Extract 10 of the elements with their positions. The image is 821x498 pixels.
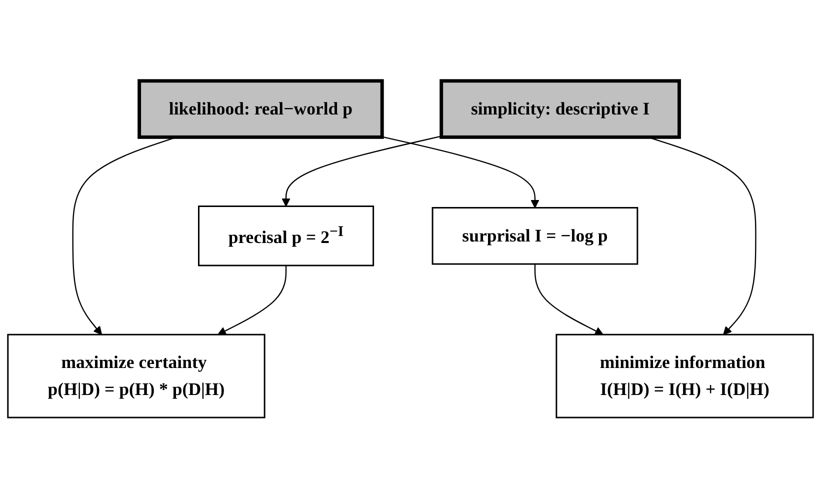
node-box: likelihood: real−world p (138, 78, 384, 139)
arrow (382, 136, 540, 208)
node-box: simplicity: descriptive I (440, 78, 681, 139)
node-box: surprisal I = −log p (432, 206, 638, 265)
arrow (218, 265, 287, 335)
arrow (534, 264, 604, 335)
arrow (282, 135, 442, 206)
node-box: precisal p = 2$^{−I}$ (198, 205, 374, 266)
node-box: minimize information I(H|D) = I(H) + I(D|H) (556, 334, 814, 418)
node-box: maximize certainty p(H|D) = p(H) * p(D|H) (7, 334, 266, 418)
